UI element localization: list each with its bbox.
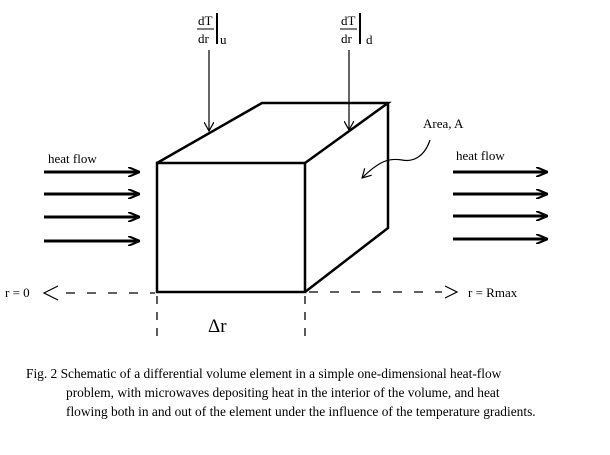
heat-flow-left-arrows bbox=[44, 172, 139, 241]
gradient-u-numerator: dT bbox=[198, 13, 213, 28]
gradient-d-subscript: d bbox=[366, 32, 373, 47]
area-label: Area, A bbox=[423, 116, 464, 131]
gradient-u-subscript: u bbox=[220, 32, 227, 47]
caption-line-2: problem, with microwaves depositing heat… bbox=[66, 385, 500, 400]
area-pointer-curve bbox=[362, 139, 431, 178]
cube-top-face bbox=[156, 101, 392, 165]
heat-flow-left-label: heat flow bbox=[48, 151, 97, 166]
r-max-arrowhead bbox=[444, 285, 459, 299]
r-zero-label: r = 0 bbox=[5, 285, 30, 300]
gradient-d-numerator: dT bbox=[341, 13, 356, 28]
delta-r-label: Δr bbox=[208, 316, 227, 337]
r-zero-arrowhead bbox=[42, 285, 59, 301]
volume-element-cube bbox=[155, 101, 392, 294]
r-max-label: r = Rmax bbox=[468, 285, 518, 300]
caption-line-1: Fig. 2 Schematic of a differential volum… bbox=[26, 366, 502, 381]
figure-caption: Fig. 2 Schematic of a differential volum… bbox=[26, 364, 606, 421]
gradient-label-d: dT dr d bbox=[340, 13, 373, 47]
gradient-u-denominator: dr bbox=[198, 31, 210, 46]
heat-flow-right-label: heat flow bbox=[456, 148, 505, 163]
cube-front-face bbox=[155, 161, 307, 294]
caption-line-3: flowing both in and out of the element u… bbox=[66, 404, 536, 419]
gradient-d-denominator: dr bbox=[341, 31, 353, 46]
gradient-label-u: dT dr u bbox=[197, 13, 227, 47]
cube-side-face bbox=[304, 103, 390, 293]
heat-flow-right-arrows bbox=[453, 172, 547, 239]
